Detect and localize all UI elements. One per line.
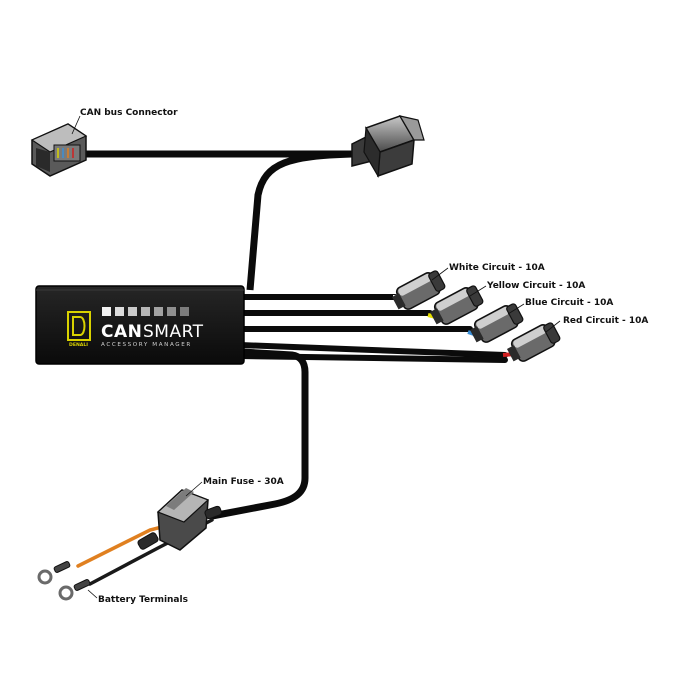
led-indicators	[102, 307, 189, 316]
denali-logo-icon: DENALI	[67, 311, 91, 348]
battery-terminals-label: Battery Terminals	[98, 595, 188, 605]
battery-terminal-right	[58, 579, 91, 601]
can-bus-label: CAN bus Connector	[80, 108, 178, 118]
white-circuit-label: White Circuit - 10A	[449, 263, 545, 273]
white-circuit-connector	[391, 270, 446, 310]
main-power-cable	[208, 348, 309, 520]
can-bus-cable	[78, 150, 356, 291]
red-circuit-cable	[237, 342, 508, 358]
logo-subtitle: ACCESSORY MANAGER	[101, 342, 192, 348]
main-fuse-holder	[137, 488, 222, 551]
red-circuit-connector	[506, 322, 561, 362]
leader-lines	[71, 115, 561, 599]
main-fuse-label: Main Fuse - 30A	[203, 477, 284, 487]
can-bus-connector	[30, 123, 88, 177]
logo-brand-text: DENALI	[69, 342, 88, 348]
logo-can-text: CAN	[101, 322, 142, 342]
yellow-circuit-connector	[429, 285, 484, 325]
can-bus-plug	[351, 115, 425, 178]
logo-smart-text: SMART	[143, 322, 204, 342]
red-circuit-label: Red Circuit - 10A	[563, 316, 648, 326]
blue-circuit-connector	[469, 303, 524, 343]
blue-circuit-label: Blue Circuit - 10A	[525, 298, 613, 308]
cansmart-module: DENALI CAN SMART ACCESSORY MANAGER	[35, 285, 245, 365]
yellow-circuit-label: Yellow Circuit - 10A	[486, 281, 585, 291]
battery-terminal-left	[37, 561, 71, 585]
output-cables	[237, 294, 508, 363]
